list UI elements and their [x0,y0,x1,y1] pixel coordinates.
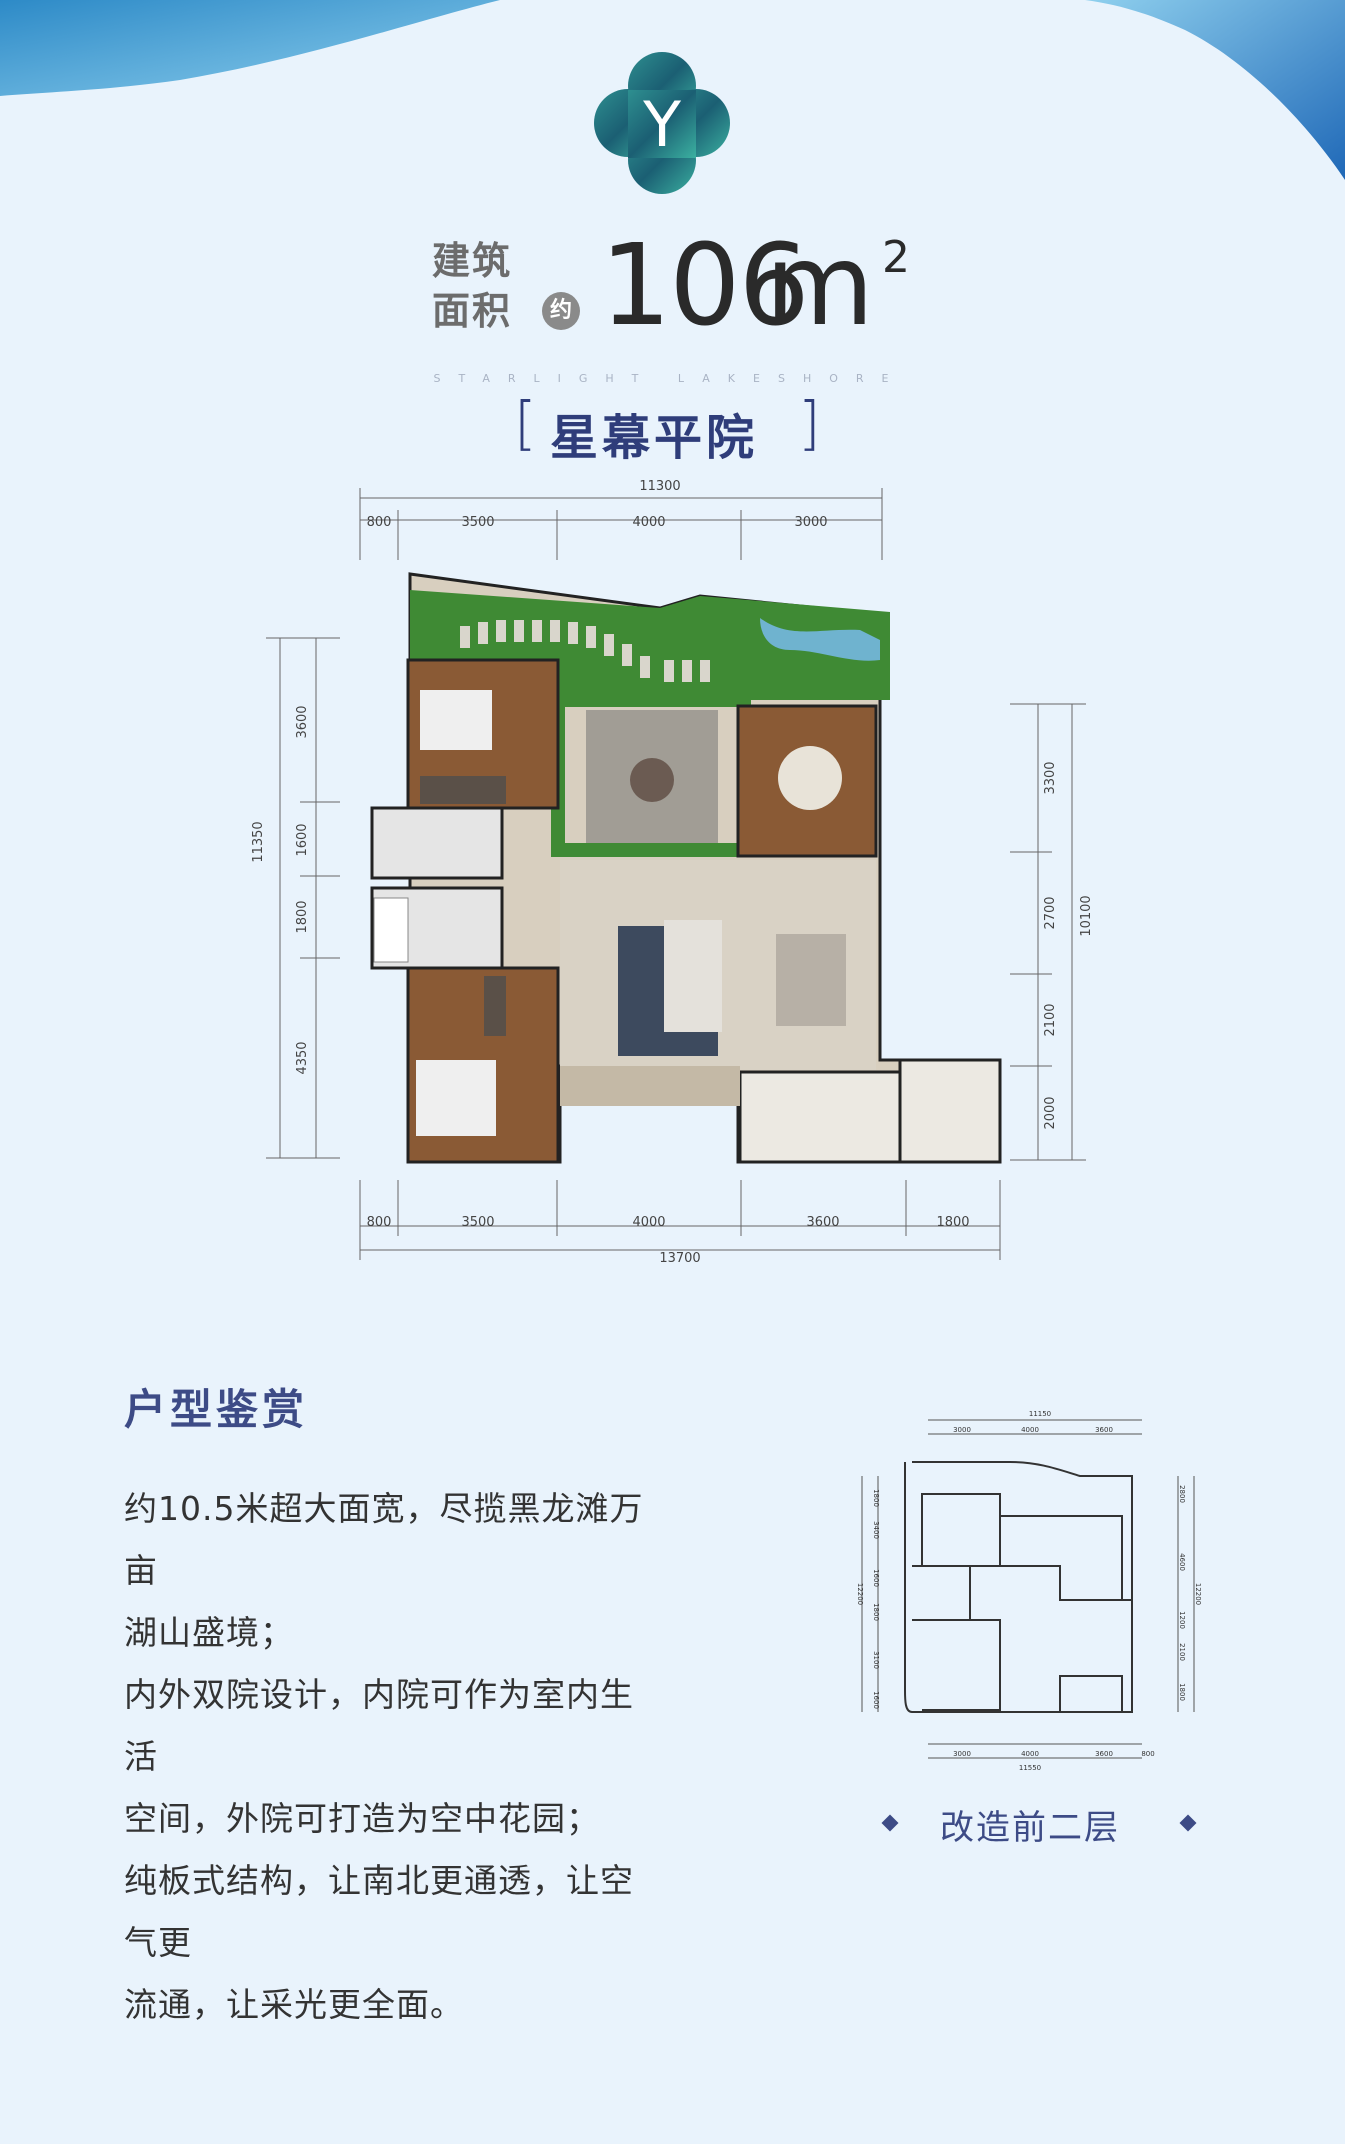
dim-right-4: 2000 [1043,1096,1058,1129]
small-dim-bottom-total: 11550 [1019,1764,1041,1772]
diamond-right-icon [1179,1814,1197,1832]
dim-top-2: 3500 [461,515,494,530]
desc-line-4: 空间，外院可打造为空中花园； [124,1799,600,1838]
small-dim-right-4: 2100 [1178,1643,1186,1661]
small-dim-left-6: 1600 [872,1691,880,1709]
area-unit: m [765,221,875,351]
area-superscript: 2 [882,232,910,283]
small-dim-left-3: 1600 [872,1569,880,1587]
area-label: 建筑 面积 [432,236,512,336]
small-dim-bottom-2: 4000 [1021,1750,1039,1758]
dim-bottom-3: 4000 [632,1215,665,1230]
pond [760,618,880,661]
small-dim-left-4: 1800 [872,1603,880,1621]
area-number: 106 [600,221,810,351]
small-dim-right-5: 1800 [1178,1683,1186,1701]
desc-line-2: 湖山盛境； [124,1613,294,1652]
dim-left-total: 11350 [251,821,266,862]
dim-top-total: 11300 [639,479,680,494]
small-dim-bottom-4: 800 [1141,1750,1154,1758]
approx-badge: 约 [542,292,580,330]
dim-top-4: 3000 [794,515,827,530]
dim-bottom-4: 3600 [806,1215,839,1230]
dim-right-3: 2100 [1043,1003,1058,1036]
dim-left-4: 4350 [295,1041,310,1074]
small-dim-left-5: 3100 [872,1651,880,1669]
page-title: 星幕平院 [550,410,759,466]
dim-bottom-5: 1800 [936,1215,969,1230]
small-floor-plan: 11150 3000 4000 3600 3000 4000 3600 800 … [856,1410,1202,1772]
brand-logo: Y [594,52,730,194]
small-dim-top-total: 11150 [1029,1410,1051,1418]
dimension-lines [266,488,1086,1260]
dimension-labels: 11300 800 3500 4000 3000 800 3500 4000 3… [251,479,1094,1266]
small-dim-top-1: 3000 [953,1426,971,1434]
dim-right-1: 3300 [1043,761,1058,794]
appreciation-heading: 户型鉴赏 [124,1385,309,1434]
bracket-left: [ [514,389,537,457]
dim-bottom-2: 3500 [461,1215,494,1230]
dim-right-total: 10100 [1079,895,1094,936]
small-plan-caption-text: 改造前二层 [940,1808,1120,1848]
small-dim-left-1: 1800 [872,1489,880,1507]
dim-top-3: 4000 [632,515,665,530]
area-label-line1: 建筑 [432,239,513,283]
small-dim-right-2: 4600 [1178,1553,1186,1571]
small-dim-top-3: 3600 [1095,1426,1113,1434]
dim-left-2: 1600 [295,823,310,856]
dim-right-2: 2700 [1043,896,1058,929]
small-dim-right-3: 1200 [1178,1611,1186,1629]
laundry-room [898,1058,1002,1164]
diamond-left-icon [881,1814,899,1832]
desc-line-1: 约10.5米超大面宽，尽揽黑龙滩万亩 [124,1489,644,1590]
title-block: [ 星幕平院 ] [514,389,821,466]
desc-line-6: 流通，让采光更全面。 [124,1985,464,2024]
english-subtitle: STARLIGHT LAKESHORE [433,372,907,385]
small-dim-top-2: 4000 [1021,1426,1039,1434]
small-dim-bottom-1: 3000 [953,1750,971,1758]
dim-top-1: 800 [367,515,392,530]
logo-letter: Y [642,88,681,161]
small-dim-right-1: 2800 [1178,1485,1186,1503]
small-dim-right-total: 12200 [1194,1583,1202,1605]
dim-left-1: 3600 [295,705,310,738]
top-left-wave-decoration [0,0,500,96]
dim-left-3: 1800 [295,900,310,933]
dim-bottom-1: 800 [367,1215,392,1230]
main-floor-plan: 11300 800 3500 4000 3000 800 3500 4000 3… [251,479,1094,1266]
small-plan-walls [904,1461,1133,1713]
bathroom-1 [370,806,504,880]
small-dim-bottom-3: 3600 [1095,1750,1113,1758]
small-dim-left-2: 3400 [872,1521,880,1539]
study-room [736,704,878,858]
appreciation-description: 约10.5米超大面宽，尽揽黑龙滩万亩 湖山盛境； 内外双院设计，内院可作为室内生… [124,1478,664,2036]
desc-line-3: 内外双院设计，内院可作为室内生活 [124,1675,634,1776]
bracket-right: ] [798,389,821,457]
small-plan-caption: 改造前二层 [870,1800,1210,1850]
small-dim-left-total: 12200 [856,1583,864,1605]
desc-line-5: 纯板式结构，让南北更通透，让空气更 [124,1861,634,1962]
dim-bottom-total: 13700 [659,1251,700,1266]
top-right-wave-decoration [1085,0,1345,180]
area-label-line2: 面积 [432,289,513,333]
stepping-stones [460,620,710,682]
